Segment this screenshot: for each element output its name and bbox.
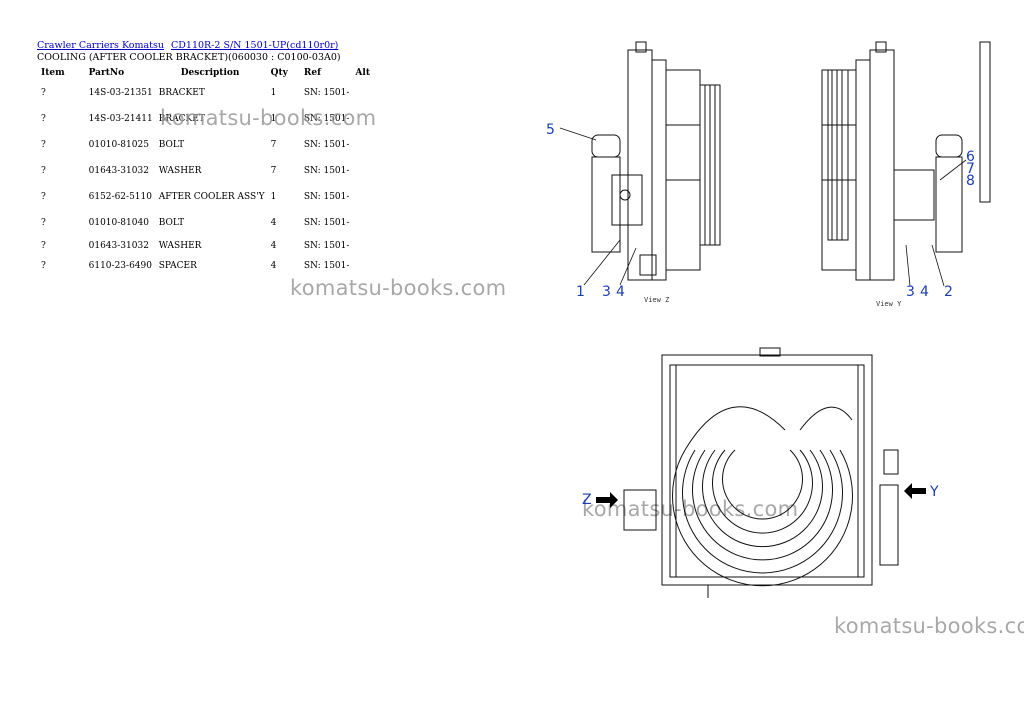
cell-ref: SN: 1501-: [303, 166, 350, 176]
cell-qty: 1: [270, 88, 277, 98]
view-y-label: View Y: [876, 300, 902, 308]
cell-ref: SN: 1501-: [303, 88, 350, 98]
arrow-label-y: Y: [929, 484, 939, 500]
cell-description: BRACKET: [158, 88, 205, 98]
view-y-drawing: [821, 41, 991, 281]
callout-8: 8: [966, 173, 975, 189]
cell-ref: SN: 1501-: [303, 218, 350, 228]
callout-3: 3: [602, 284, 611, 300]
cell-partno: 6110-23-6490: [88, 261, 152, 271]
column-header-description: Description: [180, 68, 240, 78]
view-arrows: [596, 483, 926, 508]
watermark: komatsu-books.com: [160, 106, 377, 130]
callout-2: 2: [944, 284, 953, 300]
cell-alt: [351, 158, 374, 184]
cell-ref: SN: 1501-: [303, 114, 350, 124]
watermark: komatsu-books.com: [582, 497, 799, 521]
cell-partno: 6152-62-5110: [88, 192, 152, 202]
leader-lines: [559, 127, 967, 287]
arrow-label-z: Z: [582, 492, 592, 508]
table-row: ? 14S-03-21411 BRACKET 1 SN: 1501-: [37, 106, 374, 132]
breadcrumb-link-model[interactable]: CD110R-2 S/N 1501-UP(cd110r0r): [171, 40, 339, 51]
callout-3-right: 3: [906, 284, 915, 300]
front-view-drawing: [623, 347, 899, 598]
cell-partno: 01010-81025: [88, 140, 149, 150]
cell-qty: 1: [270, 114, 277, 124]
cell-description: BOLT: [158, 218, 185, 228]
cell-item: ?: [41, 140, 46, 150]
cell-description: AFTER COOLER ASS'Y: [158, 192, 265, 202]
cell-item: ?: [41, 261, 46, 271]
table-row: ? 01643-31032 WASHER 4 SN: 1501-: [37, 236, 374, 256]
cell-item: ?: [41, 218, 46, 228]
cell-ref: SN: 1501-: [303, 140, 350, 150]
cell-alt: [351, 256, 374, 276]
breadcrumb-link-category[interactable]: Crawler Carriers Komatsu: [37, 40, 164, 51]
view-z-label: View Z: [644, 296, 669, 304]
table-row: ? 6152-62-5110 AFTER COOLER ASS'Y 1 SN: 1501…: [37, 184, 374, 210]
cell-alt: [351, 132, 374, 158]
view-z-drawing: [591, 41, 721, 281]
column-header-alt: Alt: [355, 68, 370, 78]
cell-item: ?: [41, 166, 46, 176]
cell-item: ?: [41, 114, 46, 124]
page-title: COOLING (AFTER COOLER BRACKET)(060030 : …: [37, 52, 341, 63]
cell-description: SPACER: [158, 261, 197, 271]
cell-item: ?: [41, 241, 46, 251]
cell-item: ?: [41, 88, 46, 98]
column-header-qty: Qty: [270, 68, 288, 78]
cell-partno: 14S-03-21351: [88, 88, 153, 98]
cell-qty: 7: [270, 166, 277, 176]
table-header-row: Item PartNo Description Qty Ref Alt: [37, 66, 374, 80]
callout-5: 5: [546, 122, 555, 138]
cell-qty: 7: [270, 140, 277, 150]
table-row: ? 01643-31032 WASHER 7 SN: 1501-: [37, 158, 374, 184]
cell-qty: 4: [270, 261, 277, 271]
watermark: komatsu-books.com: [834, 614, 1024, 638]
parts-table: Item PartNo Description Qty Ref Alt ?14S…: [37, 66, 374, 276]
table-row: ? 6110-23-6490 SPACER 4 SN: 1501-: [37, 256, 374, 276]
parts-diagram: 5 1 3 4 6 7 8 3 4 2 View Z View Y Z Y: [546, 41, 991, 598]
cell-ref: SN: 1501-: [303, 192, 350, 202]
cell-description: WASHER: [158, 241, 202, 251]
cell-partno: 01643-31032: [88, 241, 149, 251]
cell-alt: [351, 236, 374, 256]
cell-partno: 01643-31032: [88, 166, 149, 176]
cell-description: BOLT: [158, 140, 185, 150]
cell-alt: [351, 210, 374, 236]
callout-7: 7: [966, 161, 975, 177]
column-header-partno: PartNo: [88, 68, 125, 78]
callout-6: 6: [966, 149, 975, 165]
cell-qty: 4: [270, 218, 277, 228]
breadcrumb: Crawler Carriers Komatsu CD110R-2 S/N 15…: [37, 40, 342, 51]
callout-4-right: 4: [920, 284, 929, 300]
column-header-ref: Ref: [303, 68, 321, 78]
callout-4: 4: [616, 284, 625, 300]
cell-qty: 4: [270, 241, 277, 251]
table-row: ? 01010-81040 BOLT 4 SN: 1501-: [37, 210, 374, 236]
cell-ref: SN: 1501-: [303, 261, 350, 271]
cell-description: BRACKET: [158, 114, 205, 124]
cell-partno: 01010-81040: [88, 218, 149, 228]
cell-alt: [351, 80, 374, 106]
cell-item: ?: [41, 192, 46, 202]
cell-alt: [351, 184, 374, 210]
cell-description: WASHER: [158, 166, 202, 176]
table-row: ? 01010-81025 BOLT 7 SN: 1501-: [37, 132, 374, 158]
cell-qty: 1: [270, 192, 277, 202]
callout-1: 1: [576, 284, 585, 300]
column-header-item: Item: [41, 68, 65, 78]
watermark: komatsu-books.com: [290, 276, 507, 300]
cell-ref: SN: 1501-: [303, 241, 350, 251]
cell-partno: 14S-03-21411: [88, 114, 153, 124]
table-row: ? 14S-03-21351 BRACKET 1 SN: 1501-: [37, 80, 374, 106]
